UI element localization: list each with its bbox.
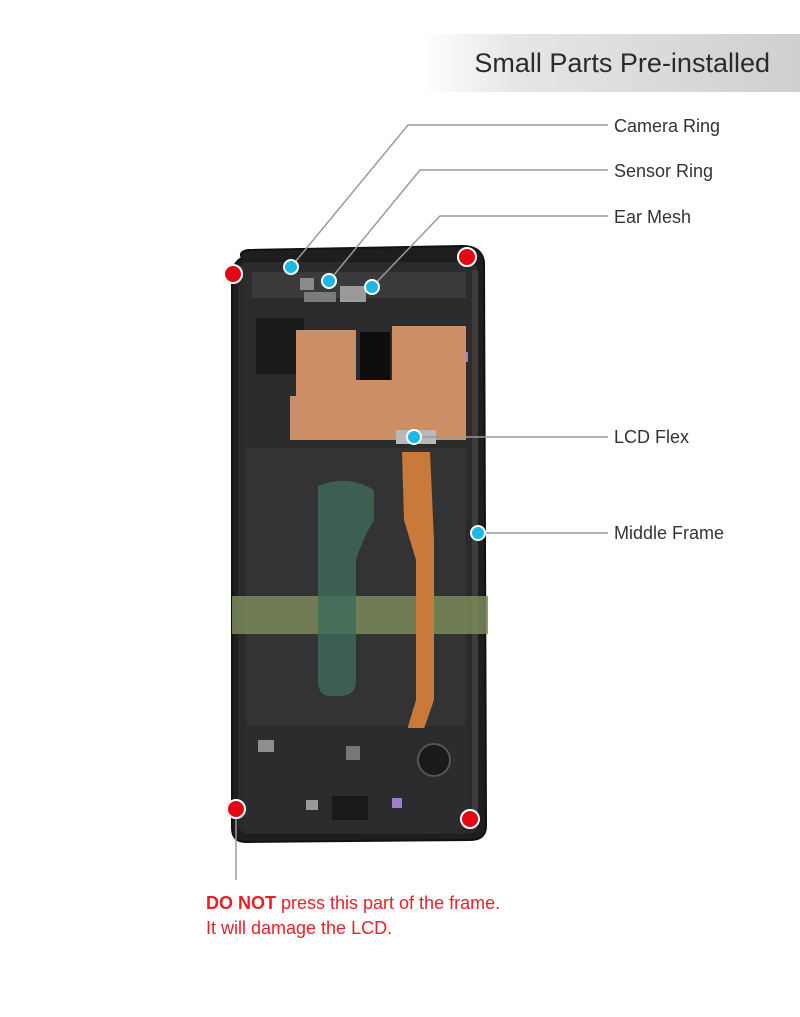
- leader-ear-mesh: [371, 215, 608, 288]
- part-markers: [283, 259, 486, 541]
- usb-port-area: [332, 796, 368, 820]
- marker-sensor-ring: [321, 273, 337, 289]
- label-middle-frame: Middle Frame: [614, 523, 725, 543]
- sensor-block: [360, 332, 390, 380]
- bottom-chip-3: [306, 800, 318, 810]
- connector-pad: [304, 292, 336, 302]
- marker-middle-frame: [470, 525, 486, 541]
- warning-line-1: DO NOT press this part of the frame.: [206, 891, 500, 916]
- marker-top-right: [457, 247, 477, 267]
- leader-camera-ring: [290, 124, 608, 268]
- ear-mesh-part: [340, 286, 366, 302]
- pressure-markers: [223, 247, 480, 829]
- leader-lines: [235, 124, 608, 880]
- protective-strip: [232, 596, 488, 634]
- green-film: [318, 480, 374, 696]
- label-sensor-ring: Sensor Ring: [614, 161, 714, 181]
- purple-chip-bottom: [392, 798, 402, 808]
- bottom-chip-1: [258, 740, 274, 752]
- warning-note: DO NOT press this part of the frame. It …: [206, 891, 500, 941]
- marker-bottom-right: [460, 809, 480, 829]
- small-chip: [300, 278, 314, 290]
- warning-line-2: It will damage the LCD.: [206, 918, 393, 938]
- copper-shield: [290, 326, 466, 440]
- warning-line-1-rest: press this part of the frame.: [276, 893, 501, 913]
- marker-lcd-flex: [406, 429, 422, 445]
- label-camera-ring: Camera Ring: [614, 116, 721, 136]
- bottom-chip-2: [346, 746, 360, 760]
- leader-sensor-ring: [328, 169, 608, 282]
- warning-emphasis: DO NOT: [206, 893, 276, 913]
- vibration-motor: [417, 743, 451, 777]
- marker-ear-mesh: [364, 279, 380, 295]
- frame-edge-highlight: [472, 270, 478, 826]
- label-lcd-flex: LCD Flex: [614, 427, 690, 447]
- marker-camera-ring: [283, 259, 299, 275]
- label-ear-mesh: Ear Mesh: [614, 207, 692, 227]
- flex-cable: [402, 452, 434, 740]
- header-banner: Small Parts Pre-installed: [420, 34, 800, 92]
- page-title: Small Parts Pre-installed: [474, 48, 770, 78]
- marker-top-left: [223, 264, 243, 284]
- marker-bottom-left: [226, 799, 246, 819]
